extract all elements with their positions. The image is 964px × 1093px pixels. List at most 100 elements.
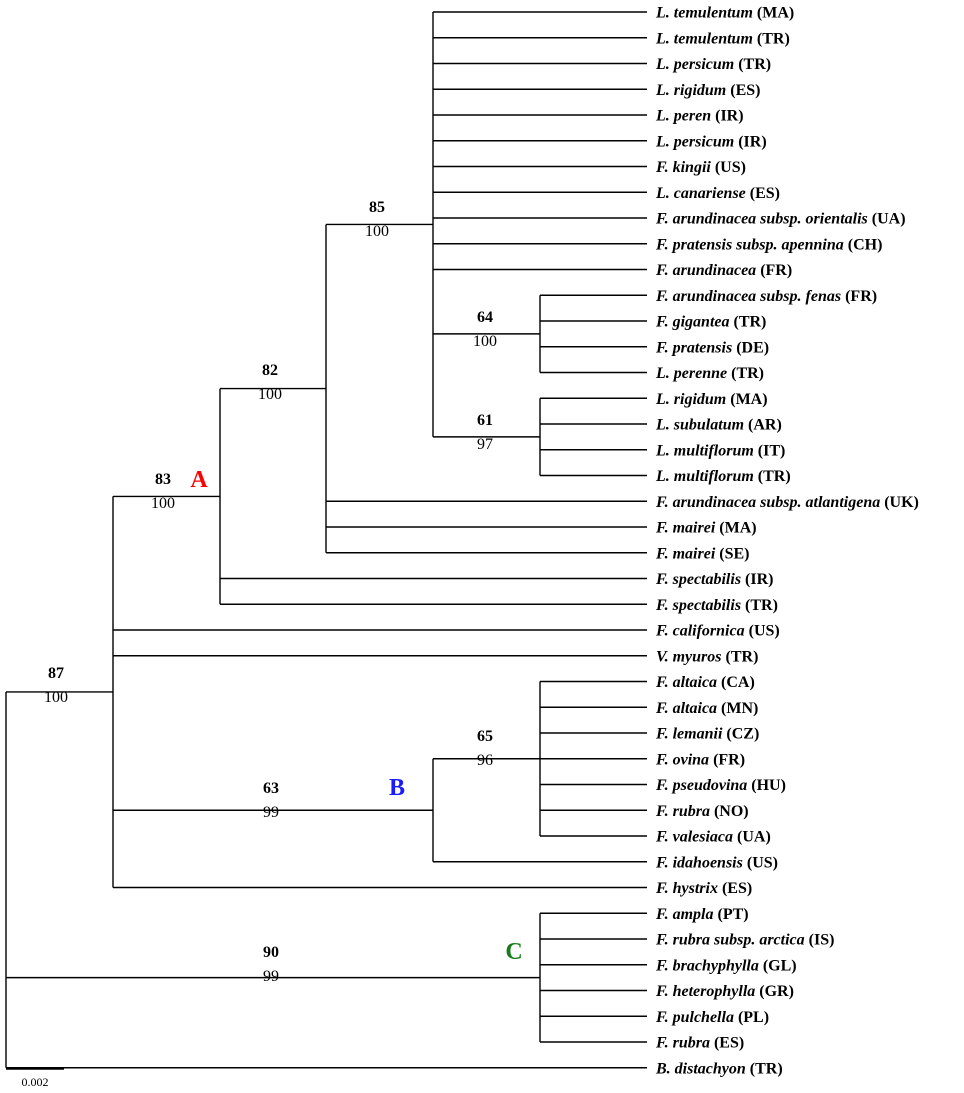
taxon-label: F. pratensis subsp. apennina (CH)	[655, 236, 882, 253]
taxon-label: F. arundinacea subsp. atlantigena (UK)	[655, 494, 919, 511]
posterior-value: 96	[477, 752, 493, 769]
scale-bar: 0.002	[6, 1068, 64, 1089]
country-code: (MN)	[717, 700, 758, 717]
country-code: (US)	[743, 854, 778, 871]
taxon-label: F. hystrix (ES)	[655, 880, 752, 897]
taxon-label: L. multiflorum (TR)	[655, 468, 791, 485]
species-name: F. arundinacea subsp. atlantigena	[655, 494, 880, 511]
country-code: (UK)	[880, 494, 919, 511]
species-name: F. californica	[655, 623, 745, 640]
country-code: (GL)	[759, 957, 797, 974]
species-name: F. altaica	[655, 674, 717, 691]
taxon-label: B. distachyon (TR)	[655, 1060, 783, 1077]
species-name: L. persicum	[655, 56, 734, 73]
species-name: L. rigidum	[655, 82, 726, 99]
clade-labels: ABC	[190, 467, 522, 965]
species-name: F. valesiaca	[655, 829, 733, 846]
taxon-label: L. canariense (ES)	[655, 185, 780, 202]
bootstrap-value: 64	[477, 309, 493, 326]
species-name: L. temulentum	[655, 30, 753, 47]
taxon-label: F. rubra subsp. arctica (IS)	[655, 932, 834, 949]
species-name: F. ampla	[655, 906, 714, 923]
taxon-label: F. arundinacea subsp. orientalis (UA)	[655, 211, 906, 228]
support-values: 8710083100821008510064100619763996596909…	[44, 199, 497, 985]
bootstrap-value: 87	[48, 665, 64, 682]
bootstrap-value: 61	[477, 412, 493, 429]
taxon-label: F. ovina (FR)	[655, 751, 745, 768]
species-name: F. rubra subsp. arctica	[655, 932, 805, 949]
species-name: F. lemanii	[655, 726, 723, 743]
species-name: F. rubra	[655, 1035, 710, 1052]
species-name: L. peren	[655, 108, 711, 125]
taxon-label: F. idahoensis (US)	[655, 854, 778, 871]
species-name: F. pulchella	[655, 1009, 734, 1026]
country-code: (HU)	[747, 777, 786, 794]
posterior-value: 99	[263, 968, 279, 985]
taxon-label: F. gigantea (TR)	[655, 314, 766, 331]
taxon-labels: L. temulentum (MA)L. temulentum (TR)L. p…	[655, 5, 919, 1078]
taxon-label: L. temulentum (MA)	[655, 5, 794, 22]
posterior-value: 100	[365, 223, 389, 240]
country-code: (ES)	[746, 185, 780, 202]
species-name: F. mairei	[655, 520, 716, 537]
country-code: (US)	[711, 159, 746, 176]
country-code: (UA)	[733, 829, 771, 846]
species-name: L. subulatum	[655, 417, 744, 434]
species-name: F. heterophylla	[655, 983, 755, 1000]
taxon-label: L. rigidum (ES)	[655, 82, 760, 99]
taxon-label: F. californica (US)	[655, 623, 780, 640]
taxon-label: L. rigidum (MA)	[655, 391, 768, 408]
bootstrap-value: 63	[263, 780, 279, 797]
bootstrap-value: 85	[369, 199, 385, 216]
taxon-label: F. altaica (MN)	[655, 700, 758, 717]
country-code: (MA)	[726, 391, 767, 408]
country-code: (TR)	[753, 30, 790, 47]
species-name: F. brachyphylla	[655, 957, 759, 974]
taxon-label: F. valesiaca (UA)	[655, 829, 771, 846]
taxon-label: F. kingii (US)	[655, 159, 746, 176]
country-code: (MA)	[753, 5, 794, 22]
species-name: F. pratensis subsp. apennina	[655, 236, 844, 253]
species-name: F. pseudovina	[655, 777, 747, 794]
species-name: L. perenne	[655, 365, 727, 382]
country-code: (TR)	[730, 314, 767, 331]
bootstrap-value: 83	[155, 471, 171, 488]
taxon-label: F. altaica (CA)	[655, 674, 755, 691]
species-name: F. pratensis	[655, 339, 732, 356]
country-code: (ES)	[710, 1035, 744, 1052]
posterior-value: 100	[258, 386, 282, 403]
country-code: (ES)	[726, 82, 760, 99]
country-code: (TR)	[746, 1060, 783, 1077]
taxon-label: L. persicum (TR)	[655, 56, 771, 73]
taxon-label: F. pseudovina (HU)	[655, 777, 786, 794]
posterior-value: 100	[151, 495, 175, 512]
species-name: L. rigidum	[655, 391, 726, 408]
posterior-value: 99	[263, 804, 279, 821]
country-code: (SE)	[715, 545, 749, 562]
country-code: (TR)	[727, 365, 764, 382]
posterior-value: 100	[473, 333, 497, 350]
country-code: (NO)	[710, 803, 749, 820]
taxon-label: L. temulentum (TR)	[655, 30, 790, 47]
species-name: L. temulentum	[655, 5, 753, 22]
taxon-label: F. spectabilis (TR)	[655, 597, 778, 614]
taxon-label: F. lemanii (CZ)	[655, 726, 759, 743]
taxon-label: L. persicum (IR)	[655, 133, 767, 150]
species-name: F. altaica	[655, 700, 717, 717]
taxon-label: F. pratensis (DE)	[655, 339, 769, 356]
species-name: L. multiflorum	[655, 468, 754, 485]
species-name: F. kingii	[655, 159, 711, 176]
taxon-label: L. perenne (TR)	[655, 365, 764, 382]
taxon-label: L. multiflorum (IT)	[655, 442, 785, 459]
bootstrap-value: 90	[263, 944, 279, 961]
species-name: F. arundinacea subsp. fenas	[655, 288, 841, 305]
country-code: (TR)	[741, 597, 778, 614]
species-name: F. idahoensis	[655, 854, 743, 871]
country-code: (FR)	[709, 751, 745, 768]
species-name: F. rubra	[655, 803, 710, 820]
country-code: (CA)	[717, 674, 755, 691]
country-code: (FR)	[841, 288, 877, 305]
taxon-label: F. arundinacea (FR)	[655, 262, 792, 279]
taxon-label: F. brachyphylla (GL)	[655, 957, 797, 974]
taxon-label: L. subulatum (AR)	[655, 417, 782, 434]
